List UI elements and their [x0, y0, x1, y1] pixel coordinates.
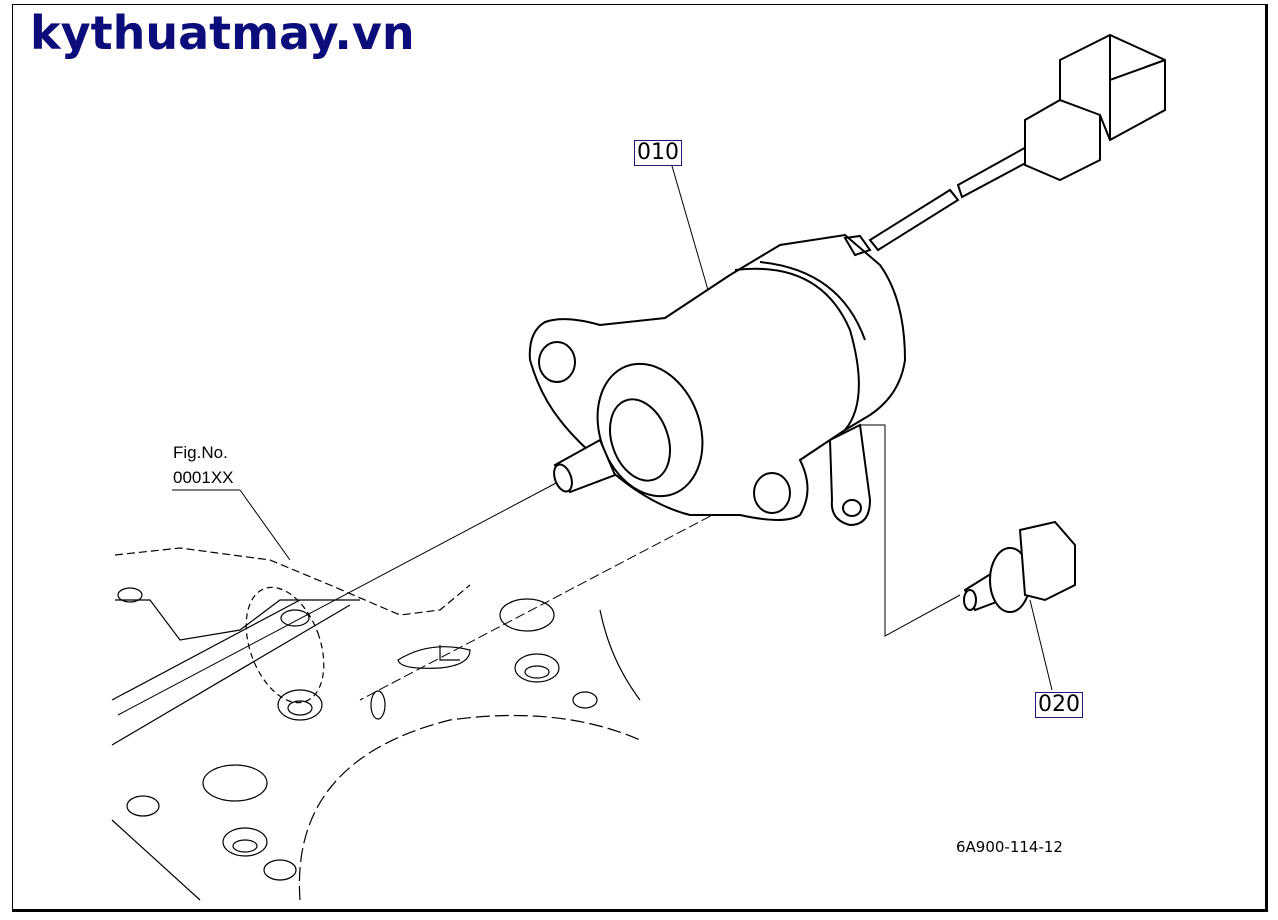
watermark-logo: kythuatmay.vn: [30, 6, 415, 60]
drawing-code: 6A900-114-12: [956, 838, 1063, 856]
callout-020[interactable]: 020: [1035, 692, 1083, 718]
assembly-center-lines: [117, 424, 961, 716]
callout-010[interactable]: 010: [634, 140, 682, 166]
stop-solenoid-010: [528, 33, 1166, 527]
fig-no-label: Fig.No.: [173, 443, 228, 462]
bolt-020: [963, 520, 1076, 613]
engine-head-outline: [111, 547, 641, 901]
fig-no-value[interactable]: 0001XX: [173, 468, 234, 487]
leader-lines: [172, 165, 1053, 691]
drawing-frame: [12, 4, 1268, 912]
